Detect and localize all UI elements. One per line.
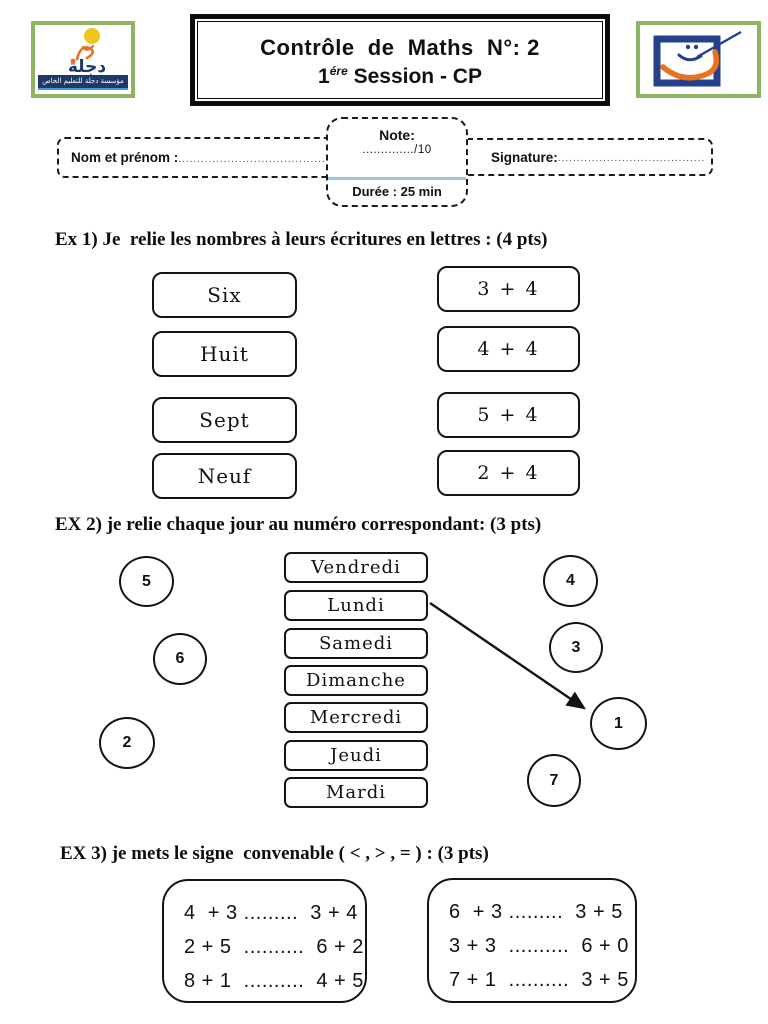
ex2-day-box: Samedi (284, 628, 428, 659)
note-divider-line (328, 177, 466, 180)
kitab-logo-icon (653, 30, 742, 86)
exam-subtitle: 1ére Session - CP (198, 64, 602, 89)
ex2-day-box: Vendredi (284, 552, 428, 583)
dijla-calligraphy-mark: دجلة (68, 57, 107, 75)
signature-dotted-line: ....................................... (557, 153, 706, 164)
ex2-number-circle: 1 (590, 697, 647, 750)
ex1-word-box: Sept (152, 397, 297, 443)
duration-label: Durée : 25 min (352, 184, 442, 199)
signature-field-box: Signature: .............................… (459, 138, 713, 176)
ex2-number-circle: 3 (549, 622, 603, 673)
ex1-word-box: Neuf (152, 453, 297, 499)
ex1-word-box: Huit (152, 331, 297, 377)
name-dotted-line: ........................................… (178, 153, 338, 165)
ex3-comparison-row: 3 + 3 .......... 6 + 0 (449, 935, 629, 957)
session-label: Session - CP (347, 65, 482, 88)
ex2-day-box: Dimanche (284, 665, 428, 696)
note-label: Note: (379, 127, 415, 143)
ex1-sum-box: 2 + 4 (437, 450, 580, 496)
ex3-comparison-row: 7 + 1 .......... 3 + 5 (449, 969, 629, 991)
dijla-figure-icon: دجلة (68, 28, 107, 75)
ex2-heading: EX 2) je relie chaque jour au numéro cor… (55, 514, 542, 535)
session-ordinal-suffix: ére (329, 64, 348, 78)
ex1-sum-box: 5 + 4 (437, 392, 580, 438)
ex2-number-circle: 2 (99, 717, 155, 769)
session-number: 1 (318, 65, 330, 88)
ex2-number-circle: 4 (543, 555, 598, 607)
ex2-day-box: Jeudi (284, 740, 428, 771)
ex3-right-box: 6 + 3 ......... 3 + 5 3 + 3 .......... 6… (427, 878, 637, 1003)
school-logo-left: دجلة مؤسسة دجلة للتعليم الخاص (31, 21, 135, 98)
ex3-left-box: 4 + 3 ......... 3 + 4 2 + 5 .......... 6… (162, 879, 367, 1003)
ex2-number-circle: 7 (527, 754, 581, 807)
title-box: Contrôle de Maths N°: 2 1ére Session - C… (190, 14, 610, 106)
logo-caption-banner: مؤسسة دجلة للتعليم الخاص (38, 75, 128, 90)
ex2-day-box: Mercredi (284, 702, 428, 733)
name-label: Nom et prénom : (71, 150, 179, 165)
ex1-sum-box: 4 + 4 (437, 326, 580, 372)
note-score-line: ............../10 (362, 144, 432, 156)
signature-label: Signature: (491, 149, 558, 165)
ex2-number-circle: 5 (119, 556, 174, 607)
ex1-heading: Ex 1) Je relie les nombres à leurs écrit… (55, 229, 548, 250)
ex3-comparison-row: 6 + 3 ......... 3 + 5 (449, 901, 623, 923)
ex3-comparison-row: 4 + 3 ......... 3 + 4 (184, 902, 358, 924)
ex3-comparison-row: 8 + 1 .......... 4 + 5 (184, 970, 364, 992)
school-logo-right (636, 21, 761, 98)
ex2-number-circle: 6 (153, 633, 207, 685)
note-box: Note: ............../10 Durée : 25 min (326, 117, 468, 207)
ex2-day-box: Lundi (284, 590, 428, 621)
ex1-sum-box: 3 + 4 (437, 266, 580, 312)
exam-title: Contrôle de Maths N°: 2 (260, 35, 540, 60)
name-field-box: Nom et prénom : ........................… (57, 137, 340, 178)
ex1-word-box: Six (152, 272, 297, 318)
ex3-comparison-row: 2 + 5 .......... 6 + 2 (184, 936, 364, 958)
ex2-day-box: Mardi (284, 777, 428, 808)
ex3-heading: EX 3) je mets le signe convenable ( < , … (60, 843, 489, 864)
